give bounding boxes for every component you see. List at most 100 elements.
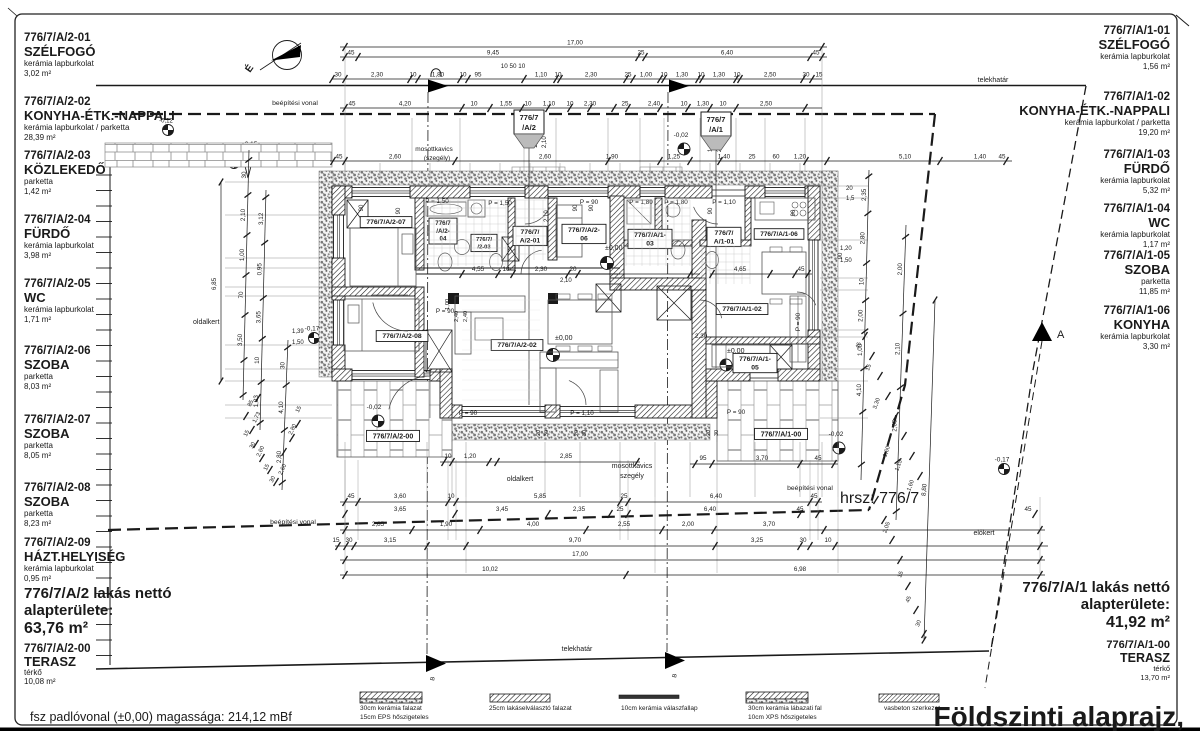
svg-text:1,00: 1,00 bbox=[239, 248, 246, 261]
svg-text:4,00: 4,00 bbox=[527, 521, 540, 528]
svg-text:P = 1,80: P = 1,80 bbox=[629, 199, 653, 206]
svg-text:1,17 m²: 1,17 m² bbox=[1143, 240, 1170, 249]
svg-text:15: 15 bbox=[332, 537, 340, 544]
svg-text:30: 30 bbox=[241, 171, 248, 179]
svg-text:776/7/A/2-08: 776/7/A/2-08 bbox=[382, 333, 422, 340]
svg-text:1,50: 1,50 bbox=[292, 340, 304, 346]
svg-text:3,60: 3,60 bbox=[394, 493, 407, 500]
svg-text:kerámia lapburkolat: kerámia lapburkolat bbox=[24, 59, 95, 68]
svg-text:4,55: 4,55 bbox=[472, 266, 485, 273]
svg-text:6,98: 6,98 bbox=[794, 566, 807, 573]
svg-text:1,30: 1,30 bbox=[713, 72, 726, 79]
svg-text:25: 25 bbox=[624, 72, 632, 79]
svg-text:45: 45 bbox=[814, 455, 822, 462]
svg-text:beépítési vonal: beépítési vonal bbox=[270, 519, 316, 526]
svg-text:1,10: 1,10 bbox=[535, 72, 548, 79]
svg-text:1,40: 1,40 bbox=[974, 154, 987, 161]
svg-text:10: 10 bbox=[733, 72, 741, 79]
svg-text:10: 10 bbox=[409, 72, 417, 79]
svg-text:P = 1,50: P = 1,50 bbox=[425, 198, 449, 205]
svg-text:30: 30 bbox=[802, 72, 810, 79]
svg-text:776/7/A/1-: 776/7/A/1- bbox=[739, 356, 771, 363]
svg-text:45: 45 bbox=[347, 493, 355, 500]
svg-text:2,40: 2,40 bbox=[463, 311, 469, 322]
svg-text:4,65: 4,65 bbox=[734, 266, 747, 273]
svg-text:beépítési vonal: beépítési vonal bbox=[272, 100, 318, 107]
svg-text:85: 85 bbox=[247, 399, 255, 407]
svg-text:0,95 m²: 0,95 m² bbox=[24, 574, 51, 583]
svg-text:P = 1,10: P = 1,10 bbox=[570, 410, 594, 417]
svg-text:-0,17: -0,17 bbox=[995, 457, 1010, 464]
svg-text:776/7/A/1-05: 776/7/A/1-05 bbox=[1104, 250, 1171, 262]
svg-text:10cm XPS hőszigeteles: 10cm XPS hőszigeteles bbox=[748, 714, 817, 721]
svg-text:4,20: 4,20 bbox=[399, 101, 412, 108]
svg-text:15cm EPS hőszigeteles: 15cm EPS hőszigeteles bbox=[360, 714, 429, 721]
svg-text:1,50: 1,50 bbox=[840, 258, 852, 264]
svg-text:2,60: 2,60 bbox=[389, 154, 402, 161]
svg-text:30: 30 bbox=[334, 72, 342, 79]
svg-text:-0,17: -0,17 bbox=[305, 326, 320, 333]
svg-text:2,30: 2,30 bbox=[695, 333, 708, 340]
svg-text:30: 30 bbox=[714, 430, 720, 436]
svg-text:FÜRDŐ: FÜRDŐ bbox=[24, 226, 70, 241]
svg-text:776/7/A/2-07: 776/7/A/2-07 bbox=[366, 219, 406, 226]
svg-text:2,10: 2,10 bbox=[544, 210, 550, 222]
svg-text:15: 15 bbox=[295, 405, 303, 413]
svg-text:11,85 m²: 11,85 m² bbox=[1139, 287, 1170, 296]
svg-text:parketta: parketta bbox=[24, 441, 53, 450]
svg-text:45: 45 bbox=[905, 596, 913, 604]
svg-text:10: 10 bbox=[524, 101, 532, 108]
svg-text:A: A bbox=[1057, 329, 1065, 341]
svg-text:/A/1: /A/1 bbox=[709, 125, 723, 134]
svg-text:15: 15 bbox=[815, 72, 823, 79]
svg-text:2,30: 2,30 bbox=[585, 72, 598, 79]
svg-text:TERASZ: TERASZ bbox=[24, 654, 76, 669]
svg-text:30: 30 bbox=[544, 430, 550, 436]
svg-text:776/7/: 776/7/ bbox=[521, 229, 540, 236]
svg-text:30: 30 bbox=[279, 362, 286, 370]
svg-text:776/7/A/2-00: 776/7/A/2-00 bbox=[24, 643, 91, 655]
svg-text:90: 90 bbox=[359, 204, 365, 211]
svg-text:3,50: 3,50 bbox=[237, 333, 244, 346]
svg-text:2,35: 2,35 bbox=[861, 188, 868, 201]
svg-text:/A/2-: /A/2- bbox=[436, 228, 449, 235]
svg-text:776/7/A/2-09: 776/7/A/2-09 bbox=[24, 537, 91, 549]
svg-text:oldalkert: oldalkert bbox=[193, 319, 220, 326]
svg-text:30: 30 bbox=[269, 475, 277, 483]
svg-text:20: 20 bbox=[569, 266, 577, 273]
svg-text:45: 45 bbox=[812, 50, 820, 57]
svg-text:10: 10 bbox=[859, 278, 866, 286]
svg-text:20: 20 bbox=[536, 430, 542, 436]
svg-text:1,56 m²: 1,56 m² bbox=[1143, 62, 1170, 71]
svg-text:776/7: 776/7 bbox=[435, 220, 451, 227]
svg-text:mosottkavics: mosottkavics bbox=[415, 146, 453, 153]
svg-text:20: 20 bbox=[846, 186, 853, 192]
svg-text:41,92 m²: 41,92 m² bbox=[1106, 614, 1170, 631]
svg-text:776/7/A/1-01: 776/7/A/1-01 bbox=[1104, 25, 1171, 37]
svg-text:SZOBA: SZOBA bbox=[1125, 262, 1171, 277]
svg-text:4,10: 4,10 bbox=[856, 383, 863, 396]
svg-text:90: 90 bbox=[589, 204, 595, 211]
svg-text:776/7/A/2-03: 776/7/A/2-03 bbox=[24, 150, 91, 162]
svg-text:776/7/A/2-07: 776/7/A/2-07 bbox=[24, 414, 91, 426]
svg-text:(szegély): (szegély) bbox=[424, 155, 450, 162]
svg-text:SZOBA: SZOBA bbox=[24, 426, 70, 441]
svg-text:3,30 m²: 3,30 m² bbox=[1143, 342, 1170, 351]
svg-text:2,30: 2,30 bbox=[584, 101, 597, 108]
svg-text:776/7/A/2-01: 776/7/A/2-01 bbox=[24, 32, 91, 44]
svg-text:90: 90 bbox=[791, 209, 797, 216]
svg-text:SZÉLFOGÓ: SZÉLFOGÓ bbox=[24, 44, 96, 59]
svg-text:0,95: 0,95 bbox=[257, 263, 264, 276]
svg-text:10: 10 bbox=[697, 72, 705, 79]
svg-text:1,80: 1,80 bbox=[432, 72, 445, 79]
svg-text:776/7/A/1 lakás nettó: 776/7/A/1 lakás nettó bbox=[1022, 579, 1170, 596]
svg-text:30: 30 bbox=[345, 537, 353, 544]
svg-text:95: 95 bbox=[699, 455, 707, 462]
svg-text:15: 15 bbox=[897, 571, 905, 579]
svg-text:25cm lakáselválasztó falazat: 25cm lakáselválasztó falazat bbox=[489, 705, 572, 712]
svg-text:6,40: 6,40 bbox=[710, 493, 723, 500]
svg-text:776/7/A/2-02: 776/7/A/2-02 bbox=[24, 96, 91, 108]
svg-text:-0,02: -0,02 bbox=[829, 431, 844, 438]
svg-text:30: 30 bbox=[915, 620, 923, 628]
svg-text:P = 90: P = 90 bbox=[727, 409, 746, 416]
